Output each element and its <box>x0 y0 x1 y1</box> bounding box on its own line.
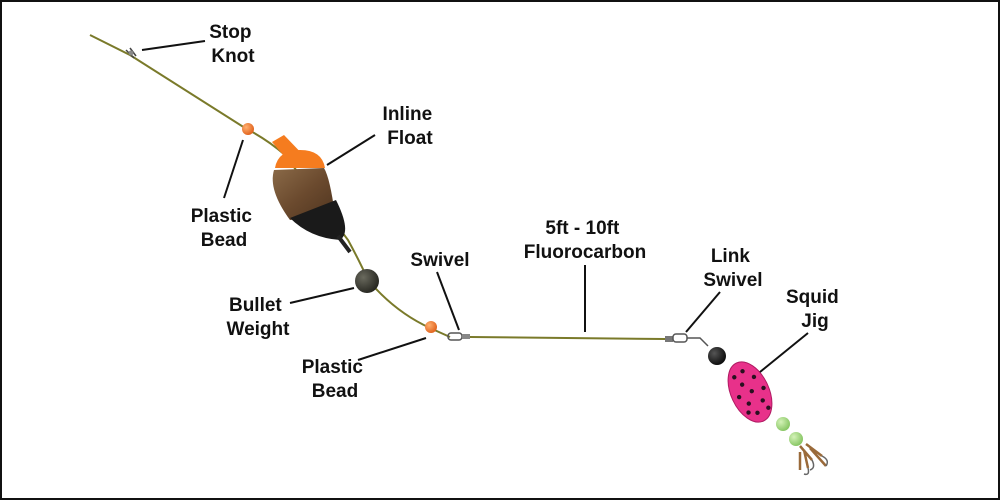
plastic-bead-top-label: Plastic Bead <box>191 206 258 251</box>
main-line <box>89 34 451 338</box>
swivel-icon <box>447 332 470 341</box>
bullet-weight-label: Bullet Weight <box>227 295 291 340</box>
stop-knot-pointer <box>141 40 206 51</box>
bullet-weight-icon <box>355 269 379 293</box>
inline-float-label: Inline Float <box>383 104 438 149</box>
stop-knot-icon <box>125 47 137 59</box>
plastic-bead-bottom-icon <box>425 321 437 333</box>
plastic-bead-top-icon <box>242 123 254 135</box>
squid-jig-label: Squid Jig <box>786 287 844 332</box>
link-swivel-icon <box>665 333 709 347</box>
fluorocarbon-label: 5ft - 10ft Fluorocarbon <box>524 218 646 263</box>
swivel-pointer <box>436 271 460 331</box>
inline-float-icon <box>272 135 352 254</box>
squid-jig-pointer <box>759 332 809 373</box>
link-swivel-pointer <box>685 291 721 333</box>
plastic-bead-bottom-pointer <box>357 337 427 361</box>
fluorocarbon-leader <box>469 336 666 340</box>
plastic-bead-top-pointer <box>223 139 244 199</box>
link-swivel-label: Link Swivel <box>703 246 762 291</box>
squid-jig-icon <box>708 347 829 476</box>
stop-knot-label: Stop Knot <box>209 22 257 67</box>
swivel-label: Swivel <box>410 250 469 271</box>
bullet-weight-pointer <box>289 287 355 304</box>
inline-float-pointer <box>326 134 376 166</box>
plastic-bead-bottom-label: Plastic Bead <box>302 357 369 402</box>
